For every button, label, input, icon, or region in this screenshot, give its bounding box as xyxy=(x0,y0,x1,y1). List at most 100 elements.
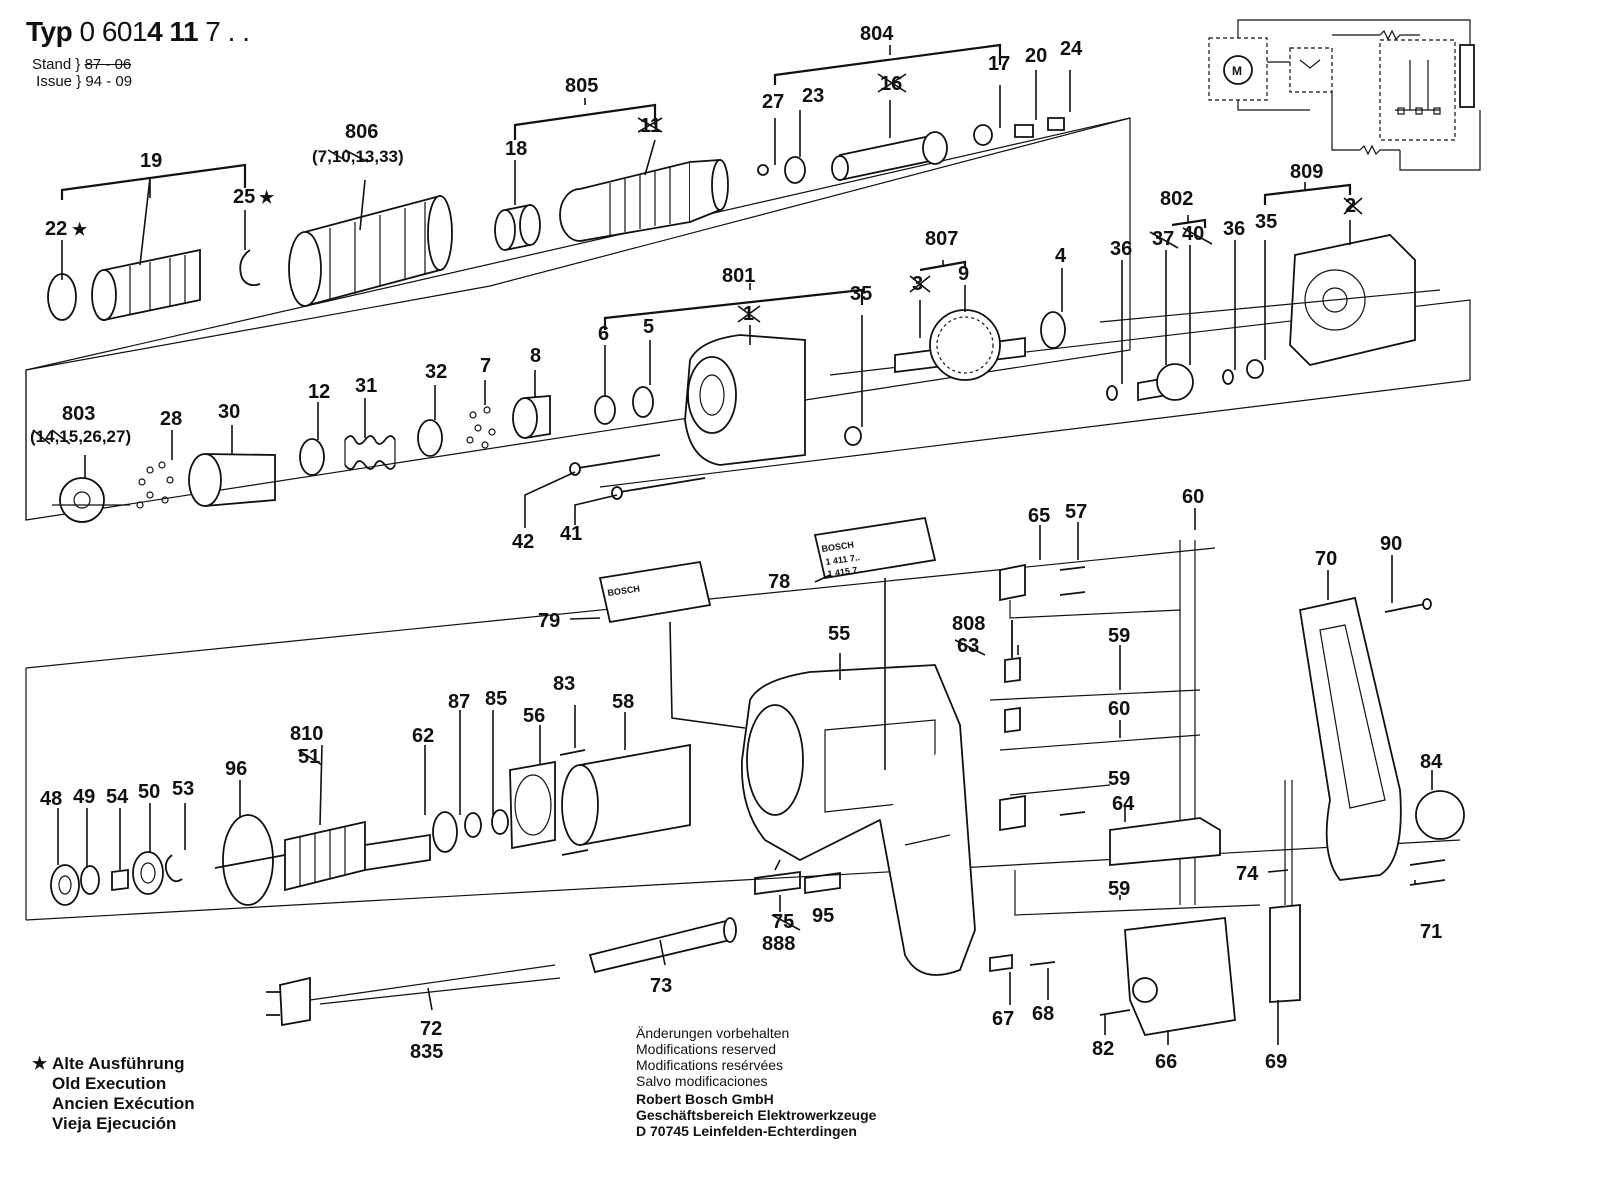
part-90: 90 xyxy=(1380,533,1402,555)
part-17: 17 xyxy=(988,53,1010,75)
part-79: 79 xyxy=(538,610,560,632)
part-62: 62 xyxy=(412,725,434,747)
part-28: 28 xyxy=(160,408,182,430)
old-execution-star-22: ★ xyxy=(72,220,88,239)
part-numbers: 19 22 ★ 25 ★ 806 (7,10,13,33) 805 18 11 … xyxy=(30,23,1443,1073)
part-803-sub: (14,15,26,27) xyxy=(30,427,131,446)
modifications-note: Änderungen vorbehalten Modifications res… xyxy=(636,1025,789,1089)
label-78-brand: BOSCH xyxy=(821,540,855,554)
company-address: D 70745 Leinfelden-Echterdingen xyxy=(636,1123,857,1139)
type-heading: Typ 0 6014 11 7 . . xyxy=(26,16,250,48)
part-808: 808 xyxy=(952,613,985,635)
stand-value: 87 - 06 xyxy=(84,56,132,73)
part-60-top: 60 xyxy=(1182,486,1204,508)
part-72: 72 xyxy=(420,1018,442,1040)
part-59-mid: 59 xyxy=(1108,768,1130,790)
part-70: 70 xyxy=(1315,548,1337,570)
stand-label: Stand xyxy=(32,56,72,73)
legend-line-es: Vieja Ejecución xyxy=(52,1114,177,1133)
part-32: 32 xyxy=(425,361,447,383)
part-41: 41 xyxy=(560,523,582,545)
legend-line-en: Old Execution xyxy=(52,1074,167,1093)
row-frames xyxy=(25,117,1471,921)
part-69: 69 xyxy=(1265,1051,1287,1073)
part-55: 55 xyxy=(828,623,850,645)
part-30: 30 xyxy=(218,401,240,423)
part-9: 9 xyxy=(958,263,969,285)
row1-parts xyxy=(47,117,1065,322)
part-59-low: 59 xyxy=(1108,878,1130,900)
label-78-line2: 1 415 7.. xyxy=(827,564,863,579)
part-20: 20 xyxy=(1025,45,1047,67)
company-block: Robert Bosch GmbH Geschäftsbereich Elekt… xyxy=(636,1091,876,1139)
part-23: 23 xyxy=(802,85,824,107)
part-35-right: 35 xyxy=(1255,211,1277,233)
part-807: 807 xyxy=(925,228,958,250)
part-48: 48 xyxy=(40,788,62,810)
part-12: 12 xyxy=(308,381,330,403)
part-42: 42 xyxy=(512,531,534,553)
part-36-left: 36 xyxy=(1110,238,1132,260)
part-87: 87 xyxy=(448,691,470,713)
part-4: 4 xyxy=(1055,245,1067,267)
part-24: 24 xyxy=(1060,38,1083,60)
legend-star: ★ xyxy=(32,1054,48,1073)
part-8: 8 xyxy=(530,345,541,367)
part-54: 54 xyxy=(106,786,129,808)
part-74: 74 xyxy=(1236,863,1259,885)
part-58: 58 xyxy=(612,691,634,713)
company-name: Robert Bosch GmbH xyxy=(636,1091,774,1107)
part-31: 31 xyxy=(355,375,377,397)
part-84: 84 xyxy=(1420,751,1443,773)
part-805: 805 xyxy=(565,75,598,97)
part-806: 806 xyxy=(345,121,378,143)
legend-line-fr: Ancien Exécution xyxy=(52,1094,195,1113)
leader-lines xyxy=(57,43,1433,1045)
label-78-line1: 1 411 7.. xyxy=(825,552,861,567)
part-53: 53 xyxy=(172,778,194,800)
typ-label: Typ xyxy=(26,16,73,47)
part-57: 57 xyxy=(1065,501,1087,523)
legend-line-de: Alte Ausführung xyxy=(52,1054,185,1073)
part-3: 3 xyxy=(912,273,923,295)
mods-line-es: Salvo modificaciones xyxy=(636,1073,768,1089)
old-execution-legend: ★Alte Ausführung Old Execution Ancien Ex… xyxy=(32,1054,195,1134)
part-19: 19 xyxy=(140,150,162,172)
part-6: 6 xyxy=(598,323,609,345)
part-810: 810 xyxy=(290,723,323,745)
part-25: 25 xyxy=(233,186,255,208)
strike-marks xyxy=(32,73,1363,931)
part-60-mid: 60 xyxy=(1108,698,1130,720)
part-804: 804 xyxy=(860,23,894,45)
svg-text:M: M xyxy=(1232,64,1242,78)
part-49: 49 xyxy=(73,786,95,808)
part-27: 27 xyxy=(762,91,784,113)
part-66: 66 xyxy=(1155,1051,1177,1073)
part-809: 809 xyxy=(1290,161,1323,183)
revision-block: Stand } 87 - 06 Issue } 94 - 09 xyxy=(32,56,133,90)
part-83: 83 xyxy=(553,673,575,695)
part-64: 64 xyxy=(1112,793,1135,815)
issue-value: 94 - 09 xyxy=(85,73,133,90)
part-59-top: 59 xyxy=(1108,625,1130,647)
part-73: 73 xyxy=(650,975,672,997)
part-801: 801 xyxy=(722,265,755,287)
row3-parts: BOSCH BOSCH 1 411 7.. 1 415 7.. xyxy=(50,516,1465,1037)
part-78: 78 xyxy=(768,571,790,593)
row2-parts xyxy=(52,234,1441,523)
old-execution-star-25: ★ xyxy=(259,188,275,207)
mods-line-fr: Modifications resérvées xyxy=(636,1057,784,1073)
part-35-upper: 35 xyxy=(850,283,872,305)
part-803: 803 xyxy=(62,403,95,425)
part-71: 71 xyxy=(1420,921,1442,943)
company-division: Geschäftsbereich Elektrowerkzeuge xyxy=(636,1107,877,1123)
mods-line-de: Änderungen vorbehalten xyxy=(636,1025,790,1041)
part-7: 7 xyxy=(480,355,491,377)
part-85: 85 xyxy=(485,688,507,710)
part-802: 802 xyxy=(1160,188,1193,210)
issue-label: Issue xyxy=(36,73,73,90)
part-50: 50 xyxy=(138,781,160,803)
part-65: 65 xyxy=(1028,505,1050,527)
